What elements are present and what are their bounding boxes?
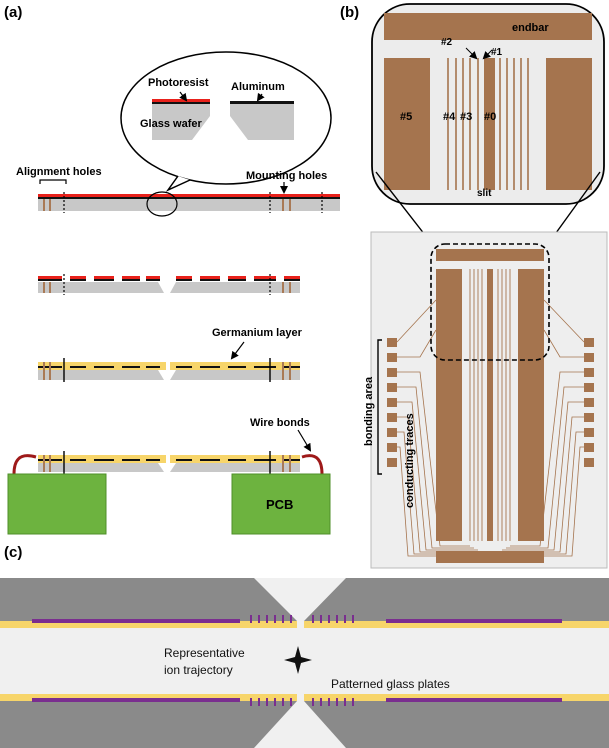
glass-wafer-right [230,104,294,140]
pcb-label: PCB [266,497,293,512]
photoresist-label: Photoresist [148,77,209,89]
chip-endbar-bottom [436,551,544,563]
aluminum-label: Aluminum [231,81,285,93]
electrode-4-label: #4 [443,111,456,123]
glass-wafer-left [152,104,210,140]
top-plate-left [0,578,297,621]
chip-electrode-center [487,269,493,541]
bonding-pads-right [584,338,594,467]
chip-endbar-top [436,249,544,261]
panel-c-label: (c) [4,544,22,561]
top-plate-right [304,578,609,621]
zoom-bubble: Photoresist Aluminum Glass wafer [120,51,332,192]
wire-bond-left [12,454,37,475]
electrode-0 [484,58,495,190]
electrode-0-label: #0 [484,111,496,123]
wafer-step-4: PCB Wire bonds [7,417,331,535]
bonding-area-label: bonding area [363,376,375,446]
electrode-1-label: #1 [491,47,503,58]
endbar-electrode [384,13,592,40]
photoresist-layer-left [152,99,210,102]
chip-electrode-left [436,269,462,541]
mounting-holes-label: Mounting holes [246,170,327,182]
wire-bonds-label: Wire bonds [250,417,310,429]
chip-electrode-right [518,269,544,541]
panel-a-label: (a) [4,4,22,21]
panel-a: (a) Photoresist Aluminum Glass wafer [4,4,340,535]
alignment-holes-label: Alignment holes [16,166,102,178]
germanium-layer-label: Germanium layer [212,327,303,339]
ion-trajectory-label-line1: Representative [164,646,245,660]
endbar-label: endbar [512,22,549,34]
bottom-plate-right [304,701,609,748]
wafer-step-3: Germanium layer [38,327,303,382]
aluminum-layer-right [230,101,294,104]
wafer-step-2 [38,274,300,295]
bottom-plate-left [0,701,297,748]
panel-b: (b) #2 #1 endbar #5 #4 #3 #0 slit [340,3,608,569]
panel-c: (c) [0,544,609,748]
zoom-region [430,243,550,361]
aluminum-layer-left [152,102,210,104]
wire-bond-right [301,454,324,475]
electrode-5-right [546,58,592,190]
wafer-step-1: Alignment holes Mounting holes [16,166,340,217]
chip-view: bonding area conducting traces [363,231,608,569]
slit-label: slit [477,188,492,199]
electrode-2-label: #2 [441,37,453,48]
glass-wafer-label: Glass wafer [140,118,202,130]
conducting-traces-label: conducting traces [404,413,416,508]
panel-b-label: (b) [340,4,359,21]
pcb-right [231,473,331,535]
electrode-5-label: #5 [400,111,412,123]
electrode-5 [384,58,430,190]
bonding-pads-left [387,338,397,467]
glass-plates-label: Patterned glass plates [331,677,450,691]
ion-trajectory-label-line2: ion trajectory [164,663,233,677]
electrode-3-label: #3 [460,111,472,123]
pcb-left [7,473,107,535]
magnified-view: #2 #1 endbar #5 #4 #3 #0 slit [371,3,605,245]
conducting-traces [396,299,585,557]
ion-trajectory-marker [284,646,312,674]
